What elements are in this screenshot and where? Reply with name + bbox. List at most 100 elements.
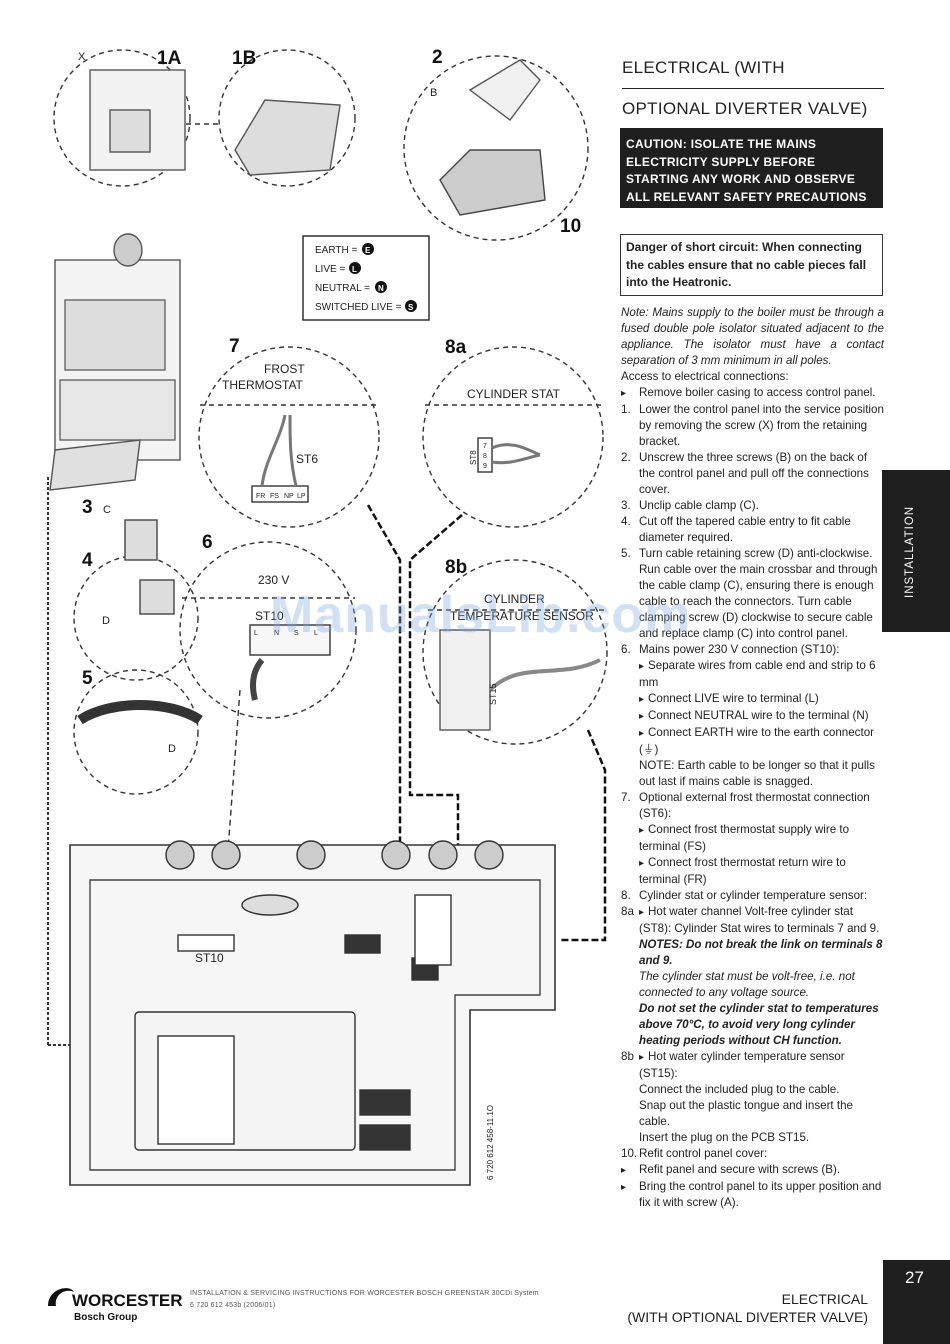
earth-symbol: E [365, 246, 371, 255]
mains-note: Note: Mains supply to the boiler must be… [621, 306, 884, 367]
neutral-symbol: N [378, 284, 384, 293]
st6-label: ST6 [296, 452, 318, 466]
brand-group: Bosch Group [74, 1312, 137, 1323]
step-10a: Refit panel and secure with screws (B). [639, 1163, 841, 1176]
st6-terminal-np: NP [284, 493, 294, 500]
frost-thermostat-label-line1: FROST [264, 362, 305, 376]
side-tab-label: INSTALLATION [904, 505, 916, 598]
step-label-1a: 1A [157, 48, 182, 69]
st6-terminal-lp: LP [297, 493, 306, 500]
step-label-8a: 8a [445, 337, 467, 358]
label-x: X [78, 51, 86, 63]
brand-logo: WORCESTER Bosch Group [44, 1278, 184, 1326]
cylinder-stat-label: CYLINDER STAT [467, 387, 561, 401]
step-4-number: 4. [621, 515, 631, 528]
step-6a: Separate wires from cable end and strip … [621, 658, 884, 691]
step-5-number: 5. [621, 547, 631, 560]
step-label-10: 10 [560, 216, 581, 237]
step-label-5: 5 [82, 668, 93, 689]
cylinder-sensor-label-line1: CYLINDER [484, 592, 545, 606]
step-label-3: 3 [82, 497, 93, 518]
step-10-number: 10. [621, 1147, 638, 1160]
title-line-1: ELECTRICAL (WITH [622, 48, 884, 89]
caution-box: CAUTION: ISOLATE THE MAINS ELECTRICITY S… [620, 128, 883, 208]
step-2-number: 2. [621, 451, 631, 464]
voltage-label: 230 V [258, 573, 289, 587]
wiring-diagram: EARTH = LIVE = NEUTRAL = SWITCHED LIVE =… [47, 47, 608, 1186]
step-1-number: 1. [621, 403, 631, 416]
footer-section-line1: ELECTRICAL [781, 1291, 868, 1307]
detail-circle-7 [198, 346, 380, 528]
st10-top-label: ST10 [255, 609, 284, 623]
step-label-4: 4 [82, 550, 93, 571]
section-title: ELECTRICAL (WITH OPTIONAL DIVERTER VALVE… [622, 48, 884, 129]
instructions: Note: Mains supply to the boiler must be… [621, 305, 884, 1211]
label-d: D [102, 615, 110, 627]
title-line-2: OPTIONAL DIVERTER VALVE) [622, 99, 868, 118]
footer-doc-code: 6 720 612 453b (2006/01) [190, 1302, 276, 1309]
footer-section-line2: (WITH OPTIONAL DIVERTER VALVE) [627, 1309, 868, 1325]
step-5: Turn cable retaining screw (D) anti-cloc… [639, 547, 878, 640]
st10-terminal-s: S [294, 630, 299, 637]
step-3: Unclip cable clamp (C). [639, 499, 759, 512]
st6-terminal-fr: FR [256, 493, 265, 500]
detail-circle-1b [218, 49, 356, 187]
step-3-number: 3. [621, 499, 631, 512]
st8-terminal-7: 7 [483, 443, 487, 450]
step-8-number: 8. [621, 889, 631, 902]
access-heading: Access to electrical connections: [621, 370, 789, 383]
step-6d: Connect EARTH wire to the earth connecto… [621, 725, 884, 758]
step-8b-1: Connect the included plug to the cable. [639, 1083, 840, 1096]
step-8a-note-2: The cylinder stat must be volt-free, i.e… [639, 970, 855, 999]
step-label-2: 2 [432, 47, 443, 68]
step-label-1b: 1B [232, 48, 256, 69]
step-8a: Hot water channel Volt-free cylinder sta… [639, 904, 884, 937]
legend-earth: EARTH = [315, 245, 357, 256]
step-4: Cut off the tapered cable entry to fit c… [639, 515, 851, 544]
step-label-7: 7 [229, 336, 240, 357]
worcester-logo-icon: WORCESTER Bosch Group [48, 1288, 183, 1323]
st10-terminal-l2: L [314, 630, 318, 637]
footer-doc-info: INSTALLATION & SERVICING INSTRUCTIONS FO… [190, 1288, 539, 1312]
step-10b: Bring the control panel to its upper pos… [639, 1180, 882, 1209]
step-1: Lower the control panel into the service… [639, 403, 884, 448]
legend-live: LIVE = [315, 264, 345, 275]
detail-circle-8a [422, 346, 604, 528]
side-tab: INSTALLATION [882, 470, 950, 632]
legend-neutral: NEUTRAL = [315, 283, 370, 294]
step-8a-number: 8a [621, 905, 634, 918]
detail-circle-6 [179, 541, 357, 719]
detail-circle-4 [73, 555, 199, 681]
step-2: Unscrew the three screws (B) on the back… [639, 451, 869, 496]
cylinder-sensor-label-line2: TEMPERATURE SENSOR [450, 609, 594, 623]
detail-circle-1a [53, 49, 191, 187]
step-6b: Connect LIVE wire to terminal (L) [621, 691, 884, 708]
step-label-8b: 8b [445, 557, 467, 578]
switched-live-symbol: S [408, 303, 414, 312]
drawing-reference: 6 720 612 458-11.1O [486, 1105, 495, 1180]
step-6-number: 6. [621, 643, 631, 656]
step-label-6: 6 [202, 532, 213, 553]
step-8: Cylinder stat or cylinder temperature se… [639, 889, 868, 902]
legend-switched-live: SWITCHED LIVE = [315, 302, 402, 313]
step-10: Refit control panel cover: [639, 1147, 768, 1160]
label-c: C [103, 504, 111, 516]
step-0: Remove boiler casing to access control p… [639, 386, 876, 399]
step-8b-3: Insert the plug on the PCB ST15. [639, 1131, 810, 1144]
detail-circle-5 [73, 669, 199, 795]
st10-terminal-l: L [254, 630, 258, 637]
step-8a-note: NOTES: Do not break the link on terminal… [639, 938, 883, 967]
st10-terminal-n: N [274, 630, 279, 637]
detail-circle-8b [422, 559, 608, 745]
step-7b: Connect frost thermostat return wire to … [621, 855, 884, 888]
step-7-number: 7. [621, 791, 631, 804]
detail-circle-2 [403, 55, 589, 241]
page-number: 27 [883, 1260, 950, 1344]
step-7a: Connect frost thermostat supply wire to … [621, 822, 884, 855]
live-symbol: L [352, 265, 357, 274]
st15-label: ST15 [488, 683, 498, 705]
step-8b-number: 8b [621, 1050, 634, 1063]
frost-thermostat-label-line2: THERMOSTAT [222, 378, 304, 392]
step-8a-note-3: Do not set the cylinder stat to temperat… [639, 1002, 879, 1047]
step-6: Mains power 230 V connection (ST10): [639, 643, 840, 656]
